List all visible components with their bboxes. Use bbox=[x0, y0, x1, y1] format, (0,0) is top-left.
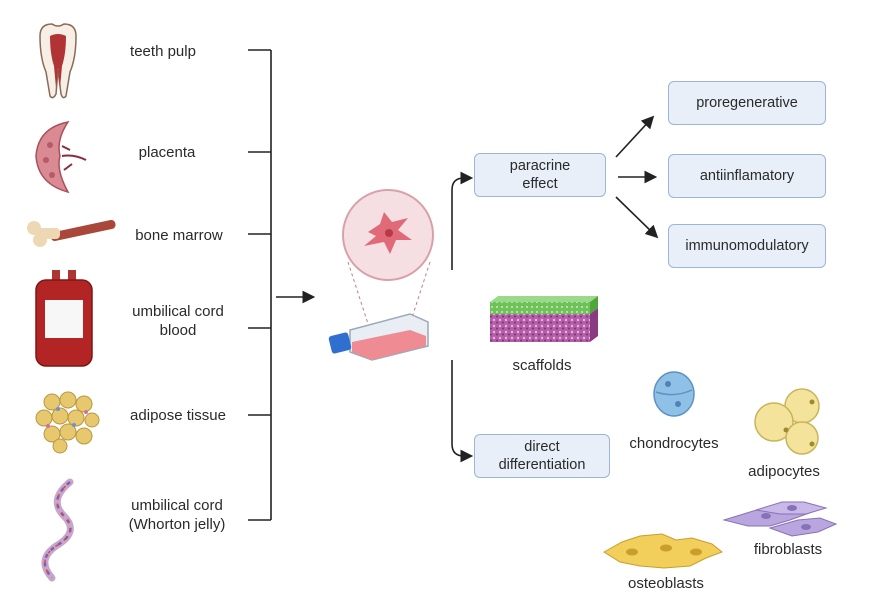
blood-bag-icon bbox=[35, 270, 93, 367]
effect-box-antiinflamatory: antiinflamatory bbox=[668, 154, 826, 198]
fibroblasts-icon bbox=[722, 501, 838, 537]
source-label-adipose: adipose tissue bbox=[130, 407, 226, 424]
effect-arrows bbox=[615, 115, 659, 239]
umbilical-cord-icon bbox=[41, 478, 74, 582]
direct-differentiation-box: direct differentiation bbox=[474, 434, 610, 478]
mechanism-branch bbox=[451, 171, 474, 463]
adipocytes-label: adipocytes bbox=[748, 463, 820, 480]
bone-icon bbox=[27, 219, 116, 247]
source-label-wharton-jelly: umbilical cord (Whorton jelly) bbox=[128, 497, 226, 533]
paracrine-effect-box: paracrine effect bbox=[474, 153, 606, 197]
osteoblasts-icon bbox=[603, 533, 723, 569]
source-label-cord-blood: umbilical cord blood bbox=[132, 303, 224, 339]
source-label-bone-marrow: bone marrow bbox=[135, 227, 223, 244]
tooth-icon bbox=[39, 23, 77, 99]
effect-box-immunomodulatory: immunomodulatory bbox=[668, 224, 826, 268]
placenta-icon bbox=[35, 120, 87, 194]
adipocytes-icon bbox=[754, 388, 820, 455]
source-bracket bbox=[248, 49, 272, 521]
fibroblasts-label: fibroblasts bbox=[753, 541, 823, 558]
effect-box-proregenerative: proregenerative bbox=[668, 81, 826, 125]
adipose-tissue-icon bbox=[35, 391, 100, 454]
culture-flask-icon bbox=[328, 189, 434, 361]
chondrocytes-label: chondrocytes bbox=[629, 435, 719, 452]
scaffolds-label: scaffolds bbox=[512, 357, 572, 374]
chondrocytes-icon bbox=[653, 371, 695, 417]
source-label-teeth-pulp: teeth pulp bbox=[130, 43, 196, 60]
scaffold-icon bbox=[490, 296, 598, 342]
source-label-placenta: placenta bbox=[138, 144, 196, 161]
osteoblasts-label: osteoblasts bbox=[628, 575, 704, 592]
